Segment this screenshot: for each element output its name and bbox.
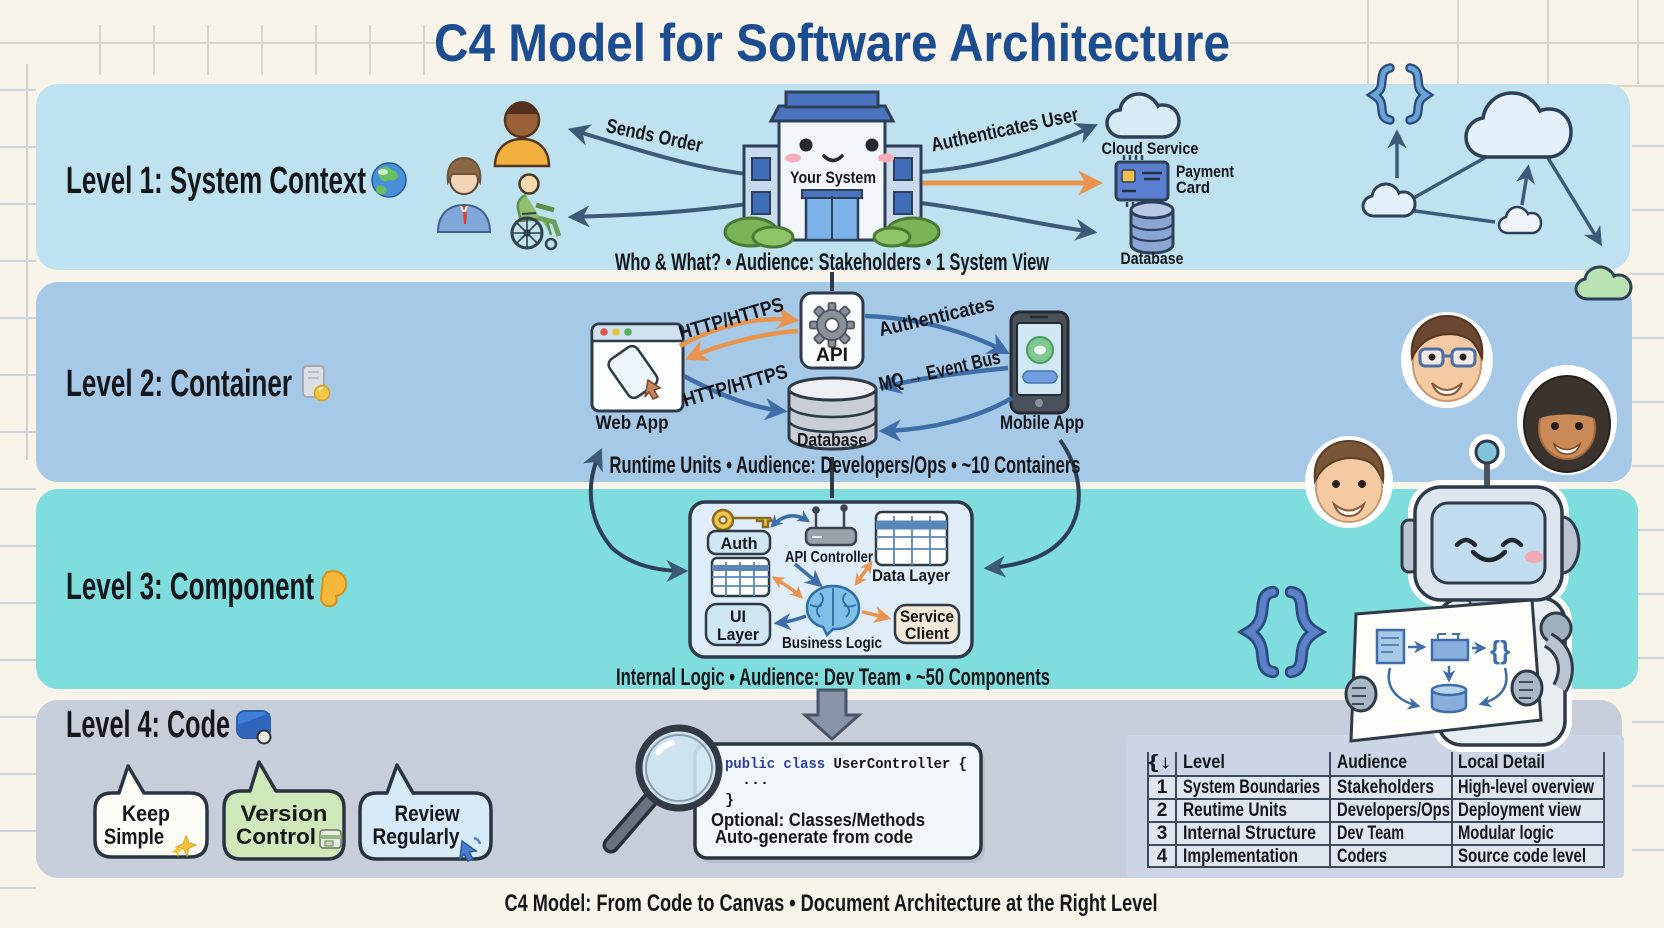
svg-text:Payment: Payment <box>1176 162 1234 181</box>
svg-text:Level 1: System Context: Level 1: System Context <box>66 160 366 202</box>
svg-text:{}: {} <box>1490 635 1510 665</box>
svg-text:1: 1 <box>1157 777 1168 798</box>
svg-text:Client: Client <box>905 624 949 643</box>
svg-text:Audience: Audience <box>1337 752 1407 773</box>
svg-text:Mobile App: Mobile App <box>1000 413 1084 434</box>
svg-text:Level: Level <box>1183 752 1225 773</box>
svg-text:Level 4: Code: Level 4: Code <box>66 704 230 746</box>
svg-text:public class UserController {: public class UserController { <box>725 756 967 773</box>
svg-text:Who & What? • Audience: Stakeh: Who & What? • Audience: Stakeholders • 1… <box>615 249 1049 276</box>
svg-text:Your System: Your System <box>790 168 876 187</box>
svg-text:Internal Logic • Audience: Dev: Internal Logic • Audience: Dev Team • ~5… <box>616 664 1050 691</box>
svg-text:HTTP/HTTPS: HTTP/HTTPS <box>676 294 786 345</box>
svg-text:Card: Card <box>1176 178 1210 197</box>
svg-text:Control: Control <box>236 824 316 849</box>
svg-text:Review: Review <box>395 801 461 826</box>
svg-text:}: } <box>725 792 734 809</box>
svg-text:Layer: Layer <box>717 625 759 644</box>
svg-text:Reutime Units: Reutime Units <box>1183 800 1287 821</box>
svg-text:Database: Database <box>1121 249 1184 268</box>
svg-text:Level 2: Container: Level 2: Container <box>66 363 292 405</box>
svg-text:...: ... <box>742 772 769 789</box>
svg-text:System Boundaries: System Boundaries <box>1183 777 1320 798</box>
svg-text:Keep: Keep <box>122 801 170 826</box>
svg-text:API Controller: API Controller <box>785 549 873 566</box>
svg-text:Simple: Simple <box>104 824 164 849</box>
svg-text:Modular logic: Modular logic <box>1458 823 1554 844</box>
svg-text:UI: UI <box>730 607 746 626</box>
svg-text:Source code level: Source code level <box>1458 846 1586 867</box>
svg-text:Developers/Ops: Developers/Ops <box>1337 800 1450 821</box>
svg-text:API: API <box>816 345 848 366</box>
svg-text:Authenticates User: Authenticates User <box>929 104 1080 157</box>
svg-text:Local Detail: Local Detail <box>1458 752 1545 773</box>
svg-text:C4 Model: From Code to Canvas: C4 Model: From Code to Canvas • Document… <box>505 890 1158 917</box>
svg-text:Data Layer: Data Layer <box>872 566 950 585</box>
svg-text:Coders: Coders <box>1337 846 1387 867</box>
svg-text:Internal Structure: Internal Structure <box>1183 823 1316 844</box>
svg-text:Stakeholders: Stakeholders <box>1337 777 1434 798</box>
svg-text:Authenticates: Authenticates <box>877 293 997 341</box>
svg-text:HTTP/HTTPS: HTTP/HTTPS <box>680 361 790 412</box>
svg-text:Level 3: Component: Level 3: Component <box>66 566 314 608</box>
svg-text:Version: Version <box>241 801 328 826</box>
svg-text:Auth: Auth <box>721 534 758 553</box>
svg-text:Service: Service <box>900 607 954 626</box>
svg-text:High-level overview: High-level overview <box>1458 777 1594 798</box>
svg-text:Runtime Units • Audience: Deve: Runtime Units • Audience: Developers/Ops… <box>610 452 1081 479</box>
svg-text:{↓: {↓ <box>1148 752 1172 773</box>
svg-text:Database: Database <box>797 430 867 450</box>
svg-text:Deployment view: Deployment view <box>1458 800 1581 821</box>
svg-text:2: 2 <box>1157 800 1168 821</box>
svg-text:Business Logic: Business Logic <box>782 635 882 652</box>
svg-text:Implementation: Implementation <box>1183 846 1298 867</box>
svg-text:Web App: Web App <box>596 413 669 434</box>
svg-text:Sends Order: Sends Order <box>604 115 705 157</box>
svg-text:Regularly: Regularly <box>373 824 461 849</box>
svg-text:C4 Model for Software Architec: C4 Model for Software Architecture <box>434 14 1230 73</box>
svg-text:MQ → Event Bus: MQ → Event Bus <box>877 346 1003 395</box>
svg-text:Auto-generate from code: Auto-generate from code <box>715 827 913 847</box>
svg-text:4: 4 <box>1157 846 1168 867</box>
svg-text:Dev Team: Dev Team <box>1337 823 1404 844</box>
svg-text:Optional: Classes/Methods: Optional: Classes/Methods <box>711 810 925 830</box>
svg-text:3: 3 <box>1157 823 1168 844</box>
svg-text:Cloud Service: Cloud Service <box>1102 139 1199 158</box>
